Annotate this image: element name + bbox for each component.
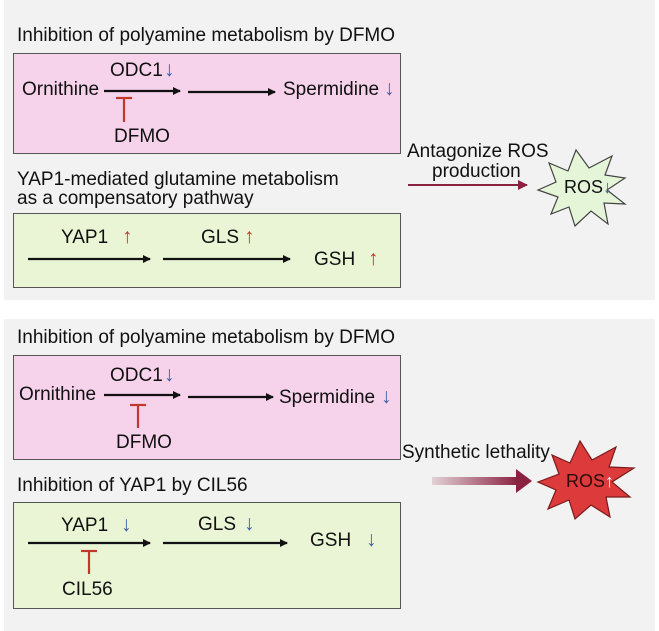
top-dfmo-inhibitor-icon <box>116 96 132 122</box>
bottom-gls-label: GLS <box>198 514 237 535</box>
top-spermidine-label: Spermidine <box>283 79 380 100</box>
bottom-yap1-label: YAP1 <box>61 515 109 536</box>
bottom-ros-burst-icon <box>536 439 636 521</box>
bottom-polyamine-box <box>13 355 401 460</box>
bottom-cil56-inhibitor-icon <box>81 549 97 574</box>
top-odc1-down-icon: ↓ <box>164 58 175 81</box>
bottom-section2-title: Inhibition of YAP1 by CIL56 <box>17 475 248 496</box>
bottom-gsh-down-icon: ↓ <box>366 528 377 551</box>
top-yap1-label: YAP1 <box>61 227 109 248</box>
top-spermidine-down-icon: ↓ <box>384 77 395 100</box>
top-ros-label: ROS <box>564 177 604 197</box>
top-glutamine-box <box>13 213 401 288</box>
top-gsh-label: GSH <box>314 249 356 270</box>
bottom-glutamine-box <box>13 502 401 609</box>
bottom-title: Inhibition of polyamine metabolism by DF… <box>17 327 396 348</box>
bottom-ros-label: ROS <box>566 471 606 491</box>
top-ros-down-icon: ↓ <box>603 177 613 197</box>
top-side-label-line2: production <box>432 161 521 182</box>
top-yap1-up-icon: ↑ <box>122 225 133 248</box>
top-polyamine-box <box>13 53 401 154</box>
top-title: Inhibition of polyamine metabolism by DF… <box>17 25 396 46</box>
bottom-yap1-down-icon: ↓ <box>121 513 132 536</box>
bottom-ornithine-label: Ornithine <box>19 384 97 405</box>
top-ros-label-group: ROS↓ <box>564 178 612 196</box>
top-side-label-line1: Antagonize ROS <box>407 141 549 162</box>
bottom-odc1-label: ODC1 <box>110 365 163 386</box>
top-section2-title-line2: as a compensatory pathway <box>17 188 254 209</box>
top-ros-burst-icon <box>536 148 627 228</box>
top-gls-label: GLS <box>201 227 240 248</box>
top-gsh-up-icon: ↑ <box>368 247 379 270</box>
bottom-gls-down-icon: ↓ <box>244 512 255 535</box>
top-panel: Inhibition of polyamine metabolism by DF… <box>4 0 655 300</box>
top-dfmo-label: DFMO <box>114 126 170 147</box>
bottom-dfmo-label: DFMO <box>116 432 172 453</box>
bottom-side-label: Synthetic lethality <box>402 442 550 463</box>
bottom-synthetic-lethality-arrow <box>432 469 532 493</box>
bottom-dfmo-inhibitor-icon <box>130 403 146 428</box>
bottom-gsh-label: GSH <box>310 530 352 551</box>
bottom-cil56-label: CIL56 <box>62 579 113 600</box>
top-section2-title-line1: YAP1-mediated glutamine metabolism <box>17 169 339 190</box>
bottom-spermidine-label: Spermidine <box>279 387 376 408</box>
bottom-ros-up-icon: ↑ <box>605 471 615 491</box>
top-ornithine-label: Ornithine <box>22 79 100 100</box>
bottom-ros-label-group: ROS↑ <box>566 472 614 490</box>
bottom-panel: Inhibition of polyamine metabolism by DF… <box>4 319 655 631</box>
top-odc1-label: ODC1 <box>110 60 163 81</box>
bottom-odc1-down-icon: ↓ <box>164 363 175 386</box>
top-gls-up-icon: ↑ <box>244 225 255 248</box>
bottom-spermidine-down-icon: ↓ <box>381 385 392 408</box>
